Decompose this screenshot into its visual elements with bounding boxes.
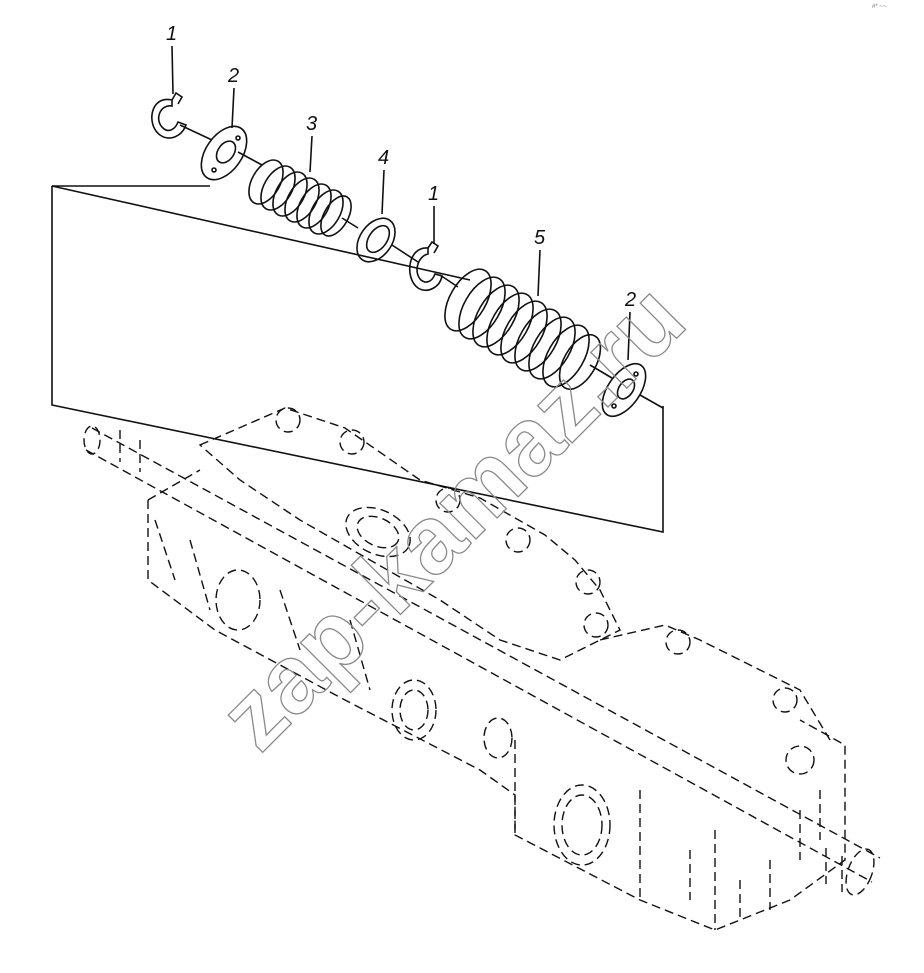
washer-2-upper [200,125,248,181]
spring-5 [444,268,602,390]
body-edge-2 [599,624,831,741]
mount-hole-2 [772,687,798,713]
callout-1b: 1 [428,183,439,205]
leader-5 [537,249,541,297]
axis-seg-5 [439,274,459,288]
body-details [689,790,821,920]
center-cap-inner [356,515,400,549]
body-outline [147,500,846,931]
spring-3 [248,159,352,237]
retaining-ring-1-lower [409,240,443,291]
bolt-1 [275,407,301,433]
axis-seg-6 [589,364,613,379]
leader-1a [171,45,174,95]
bolt-3 [435,487,461,513]
retaining-ring-1-upper [151,91,188,139]
shaft-splines-right [825,848,843,892]
leader-4 [381,169,385,215]
leader-2a [231,87,235,129]
callout-1a: 1 [166,23,177,45]
leader-3 [309,135,313,173]
bolt-5 [575,569,601,595]
spacer-ring-4 [356,217,396,263]
explode-frame-diag [51,185,471,281]
large-port [553,784,611,866]
washer-2-lower [601,362,647,418]
port-3 [483,717,513,759]
callout-2a: 2 [227,65,239,87]
callout-2b: 2 [624,289,636,311]
callout-5: 5 [534,227,546,249]
valve-housing [83,407,881,931]
center-cap [345,506,411,558]
mount-hole-1 [665,629,691,655]
shaft [85,427,881,883]
axis-seg-7 [639,394,664,409]
callout-3: 3 [306,113,317,135]
bolt-6 [583,612,609,638]
port-2-thread [399,689,429,731]
watermark: zap-kamaz.ru [199,264,705,770]
bolt-2 [339,429,365,455]
shaft-end-right [845,848,875,896]
shaft-splines-left [119,430,141,472]
axis-seg-3 [341,217,359,229]
port-2 [391,679,437,741]
body-edge-1 [147,469,201,501]
shaft-end-left [83,425,101,455]
callout-4: 4 [378,147,389,169]
leader-2b [627,311,631,361]
corner-mark: #* ~~ [872,4,887,10]
port-1 [215,569,261,631]
bolt-4 [505,527,531,553]
mount-hole-3 [785,745,815,775]
body-ribs [154,519,371,691]
body-verticals [514,740,716,930]
axis-seg-2 [237,151,263,166]
top-cover [198,407,621,661]
large-port-inner [561,794,603,856]
explode-frame [51,186,664,533]
axis-seg-4 [391,244,419,263]
